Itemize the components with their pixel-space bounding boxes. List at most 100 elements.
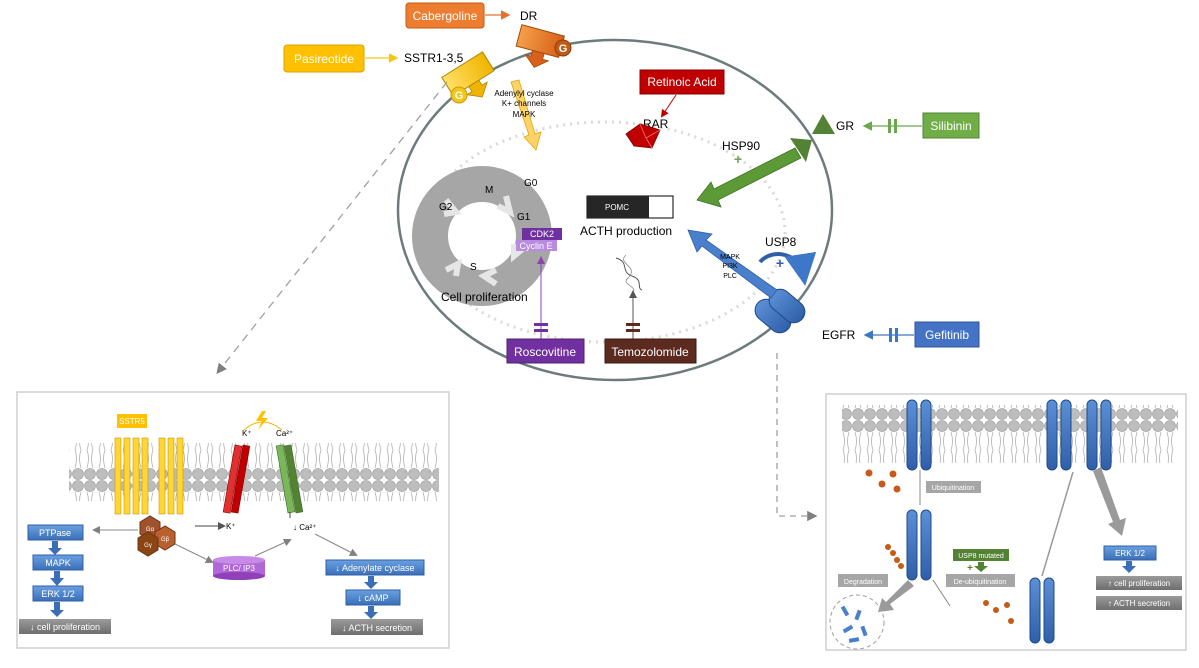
svg-text:ERK 1/2: ERK 1/2 xyxy=(41,589,75,599)
egfr-receptor xyxy=(754,288,806,334)
cycle-g1: G1 xyxy=(517,212,531,223)
camp-box: ↓ cAMP xyxy=(345,589,401,606)
degradation-box: Degradation xyxy=(838,574,888,587)
egfr-mapk-text: MAPK xyxy=(720,254,740,261)
cabergoline-label: Cabergoline xyxy=(413,9,478,23)
dna-strand xyxy=(615,257,643,291)
gr-receptor xyxy=(790,114,835,162)
gefitinib-label: Gefitinib xyxy=(925,328,969,342)
mapk-text: MAPK xyxy=(513,110,536,119)
usp8-label: USP8 xyxy=(765,235,797,249)
silibinin-drug-box[interactable]: Silibinin xyxy=(922,112,980,139)
temozolomide-label: Temozolomide xyxy=(611,345,689,359)
lysosome xyxy=(829,594,885,650)
deubiquitination-box: De-ubiquitination xyxy=(946,574,1015,587)
erk-box: ERK 1/2 xyxy=(32,585,84,602)
degradation-arrow xyxy=(878,580,914,612)
sstr-receptor xyxy=(441,51,495,98)
usp8-mutated-box: USP8 mutated xyxy=(953,549,1009,561)
gefitinib-drug-box[interactable]: Gefitinib xyxy=(914,321,980,348)
svg-text:Ubiquitination: Ubiquitination xyxy=(932,485,975,492)
sstr5-box: SSTR5 xyxy=(117,414,147,428)
nucleus-membrane xyxy=(423,120,787,344)
retinoic-acid-arrow xyxy=(660,94,677,118)
svg-text:↓ cell proliferation: ↓ cell proliferation xyxy=(30,622,100,632)
acth-production-caption: ACTH production xyxy=(580,224,672,238)
egfr-pi3k-text: PI3K xyxy=(722,263,738,270)
svg-text:De-ubiquitination: De-ubiquitination xyxy=(954,579,1007,586)
cyclin-e-box: Cyclin E xyxy=(516,240,557,251)
egfr-membrane-left xyxy=(906,399,932,471)
callout-right-dashed xyxy=(776,353,818,522)
gr-signaling-arrow xyxy=(696,147,802,208)
svg-text:Cyclin E: Cyclin E xyxy=(519,241,552,251)
retinoic-acid-label: Retinoic Acid xyxy=(647,75,716,89)
egfr-recycled xyxy=(1029,577,1055,644)
hsp90-label: HSP90 xyxy=(722,139,760,153)
acth-secretion-up-box: ↑ ACTH secretion xyxy=(1096,596,1182,610)
svg-text:CDK2: CDK2 xyxy=(530,229,554,239)
svg-text:ERK 1/2: ERK 1/2 xyxy=(1115,549,1145,558)
k-out-label: K⁺ xyxy=(226,522,236,531)
signaling-arrow-yellow xyxy=(510,79,542,151)
svg-text:PLC/ IP3: PLC/ IP3 xyxy=(223,564,256,573)
ubiquitination-box: Ubiquitination xyxy=(926,481,981,493)
cell-proliferation-down-box: ↓ cell proliferation xyxy=(19,619,111,634)
usp8-plus-small: + xyxy=(967,563,973,574)
egfr-label: EGFR xyxy=(822,328,856,342)
cycle-m: M xyxy=(485,185,493,196)
egfr-plc-text: PLC xyxy=(723,273,737,280)
svg-text:G: G xyxy=(455,90,464,102)
pasireotide-drug-box[interactable]: Pasireotide xyxy=(283,44,365,73)
cycle-g0: G0 xyxy=(524,178,538,189)
mapk-box: MAPK xyxy=(32,554,84,571)
ca-top-label: Ca²⁺ xyxy=(276,429,293,438)
k-channels-text: K+ channels xyxy=(502,99,546,108)
plc-ip3-cylinder: PLC/ IP3 xyxy=(213,556,265,580)
egfr-internalized xyxy=(906,509,932,581)
ca-channel xyxy=(275,444,304,514)
usp8-cycle-arrow xyxy=(758,251,817,286)
k-top-label: K⁺ xyxy=(242,429,252,438)
hsp90-plus: + xyxy=(734,151,742,167)
cell-proliferation-up-box: ↑ cell proliferation xyxy=(1096,576,1182,590)
callout-left-dashed xyxy=(216,81,448,375)
egfr-membrane-right xyxy=(1046,399,1112,471)
svg-text:Gα: Gα xyxy=(146,527,155,533)
channel-lightning-icon xyxy=(256,411,268,430)
pasireotide-label: Pasireotide xyxy=(294,52,354,66)
usp8-plus: + xyxy=(776,255,784,271)
svg-text:G: G xyxy=(559,43,568,55)
gr-label: GR xyxy=(836,119,854,133)
roscovitine-drug-box[interactable]: Roscovitine xyxy=(506,338,585,364)
svg-text:↓ ACTH secretion: ↓ ACTH secretion xyxy=(342,623,412,633)
adenylate-cyclase-box: ↓ Adenylate cyclase xyxy=(325,559,425,576)
erk-right-box: ERK 1/2 xyxy=(1103,545,1157,561)
ubiquitin-dots xyxy=(865,469,1014,624)
svg-text:↑ cell proliferation: ↑ cell proliferation xyxy=(1108,579,1170,588)
g-protein-complex: Gα Gβ Gγ xyxy=(137,515,176,557)
dr-label: DR xyxy=(520,9,538,23)
sstr-g-protein-badge: G xyxy=(450,86,468,104)
svg-text:↓ Adenylate cyclase: ↓ Adenylate cyclase xyxy=(335,563,414,573)
left-panel xyxy=(16,391,450,649)
svg-text:↑ ACTH secretion: ↑ ACTH secretion xyxy=(1108,599,1170,608)
svg-text:POMC: POMC xyxy=(605,203,629,212)
svg-text:PTPase: PTPase xyxy=(39,528,71,538)
silibinin-label: Silibinin xyxy=(930,119,971,133)
svg-text:Gβ: Gβ xyxy=(161,537,170,543)
ptpase-box: PTPase xyxy=(27,524,84,541)
svg-text:SSTR5: SSTR5 xyxy=(119,417,145,426)
acth-secretion-down-box: ↓ ACTH secretion xyxy=(331,619,423,635)
rar-receptor xyxy=(625,123,661,149)
retinoic-acid-drug-box[interactable]: Retinoic Acid xyxy=(639,69,725,95)
temozolomide-drug-box[interactable]: Temozolomide xyxy=(604,338,697,364)
erk-activation-arrow xyxy=(1093,467,1126,536)
sstr5-helices xyxy=(114,437,184,515)
svg-text:USP8 mutated: USP8 mutated xyxy=(958,553,1004,560)
pomc-bar: POMC xyxy=(586,195,674,219)
adenylyl-cyclase-text: Adenylyl cyclase xyxy=(494,89,554,98)
cabergoline-drug-box[interactable]: Cabergoline xyxy=(405,2,485,29)
svg-text:MAPK: MAPK xyxy=(45,558,71,568)
